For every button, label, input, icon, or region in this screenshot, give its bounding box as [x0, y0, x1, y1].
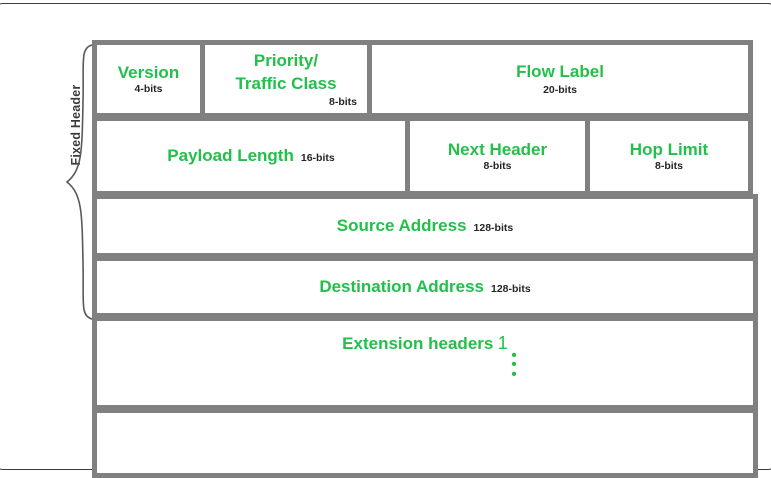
header-row-6: [92, 408, 758, 478]
field-version-bits: 4-bits: [134, 83, 163, 96]
field-traffic-class-label: Traffic Class: [235, 73, 337, 93]
field-priority-label: Priority/: [253, 51, 319, 71]
fixed-header-brace: [62, 42, 96, 322]
ellipsis-dot-3: •: [511, 365, 517, 383]
field-next-header-bits: 8-bits: [483, 160, 512, 173]
field-flow-label-bits: 20-bits: [543, 83, 577, 96]
header-row-2: Payload Length 16-bits Next Header 8-bit…: [92, 116, 758, 196]
field-next-header: Next Header 8-bits: [405, 116, 590, 196]
field-priority-bits: 8-bits: [328, 95, 357, 108]
ellipsis-dot-1: •: [511, 347, 517, 364]
header-row-4: Destination Address 128-bits: [92, 256, 758, 318]
field-hop-limit: Hop Limit 8-bits: [585, 116, 753, 196]
field-hop-limit-bits: 8-bits: [654, 160, 683, 173]
field-extension-headers: Extension headers 1 • • •: [92, 316, 758, 410]
field-flow-label-label: Flow Label: [516, 62, 604, 82]
vertical-ellipsis-icon: • • •: [509, 347, 519, 383]
field-source-address-bits: 128-bits: [473, 222, 514, 235]
field-priority-traffic-class: Priority/ Traffic Class 8-bits: [200, 40, 372, 118]
field-destination-address: Destination Address 128-bits: [92, 256, 758, 318]
ipv6-header-table: Version 4-bits Priority/ Traffic Class 8…: [92, 40, 758, 478]
field-payload-length-label: Payload Length: [167, 146, 294, 166]
field-flow-label: Flow Label 20-bits: [367, 40, 753, 118]
field-source-address: Source Address 128-bits: [92, 194, 758, 258]
field-version: Version 4-bits: [92, 40, 205, 118]
ellipsis-dot-2: •: [511, 356, 517, 374]
field-destination-address-bits: 128-bits: [491, 283, 531, 296]
field-next-header-label: Next Header: [447, 139, 548, 159]
field-extension-headers-next: [92, 408, 758, 478]
field-version-label: Version: [117, 62, 180, 82]
field-extension-headers-count: 1: [497, 333, 508, 353]
field-payload-length: Payload Length 16-bits: [92, 116, 410, 196]
field-destination-address-label: Destination Address: [319, 277, 484, 297]
header-row-3: Source Address 128-bits: [92, 194, 758, 258]
field-payload-length-bits: 16-bits: [300, 152, 335, 165]
header-row-1: Version 4-bits Priority/ Traffic Class 8…: [92, 40, 758, 118]
header-row-5: Extension headers 1 • • •: [92, 316, 758, 410]
field-source-address-label: Source Address: [336, 216, 467, 236]
field-extension-headers-label: Extension headers: [342, 334, 494, 353]
field-hop-limit-label: Hop Limit: [629, 139, 709, 159]
